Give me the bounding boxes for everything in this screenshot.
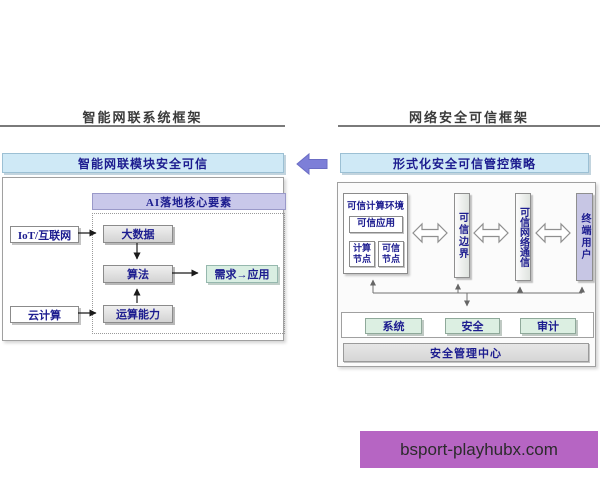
bar-trusted-boundary: 可信边界 [454,193,470,278]
box-cloud-computing: 云计算 [10,306,79,323]
right-panel-title: 网络安全可信框架 [408,110,529,125]
bottom-box-row: 系统 安全 审计 [341,312,594,338]
security-mgmt-center-bar: 安全管理中心 [343,343,589,362]
box-demand-application: 需求→应用 [206,265,278,283]
ai-dotted-region [92,213,285,334]
box-trusted-app: 可信应用 [349,216,403,233]
bar-trusted-network: 可信网络通信 [515,193,531,281]
left-outer-box: AI落地核心要素 IoT/互联网 大数据 算法 需求→应用 云计算 运算能力 [2,177,286,341]
box-compute-node: 计算节点 [349,241,375,267]
trusted-env-label: 可信计算环境 [346,202,404,212]
left-title-rule [0,125,285,127]
left-panel-title: 智能网联系统框架 [82,110,203,125]
bar-trusted-network-label: 可信网络通信 [517,207,529,267]
left-header-bar: 智能网联模块安全可信 [2,153,284,173]
watermark-text: bsport-playhubx.com [400,439,558,459]
box-algorithm: 算法 [103,265,173,283]
box-audit: 审计 [520,318,576,334]
watermark-banner: bsport-playhubx.com [360,431,598,468]
bar-terminal-user: 终端用户 [576,193,593,281]
right-outer-box: 可信计算环境 可信应用 计算节点 可信节点 可信边界 可信网络通信 终端用户 系… [337,182,596,367]
ai-core-header: AI落地核心要素 [92,193,286,210]
bar-trusted-boundary-label: 可信边界 [456,211,468,260]
box-iot-internet: IoT/互联网 [10,226,79,243]
link-left-arrow-icon [296,152,328,176]
box-trusted-node: 可信节点 [378,241,404,267]
box-system: 系统 [365,318,422,334]
box-big-data: 大数据 [103,225,173,243]
box-security: 安全 [445,318,500,334]
right-title-rule [338,125,600,127]
bar-terminal-user-label: 终端用户 [579,213,590,261]
box-computing-power: 运算能力 [103,305,173,323]
trusted-env-box: 可信计算环境 可信应用 计算节点 可信节点 [343,193,408,274]
right-header-bar: 形式化安全可信管控策略 [340,153,589,173]
